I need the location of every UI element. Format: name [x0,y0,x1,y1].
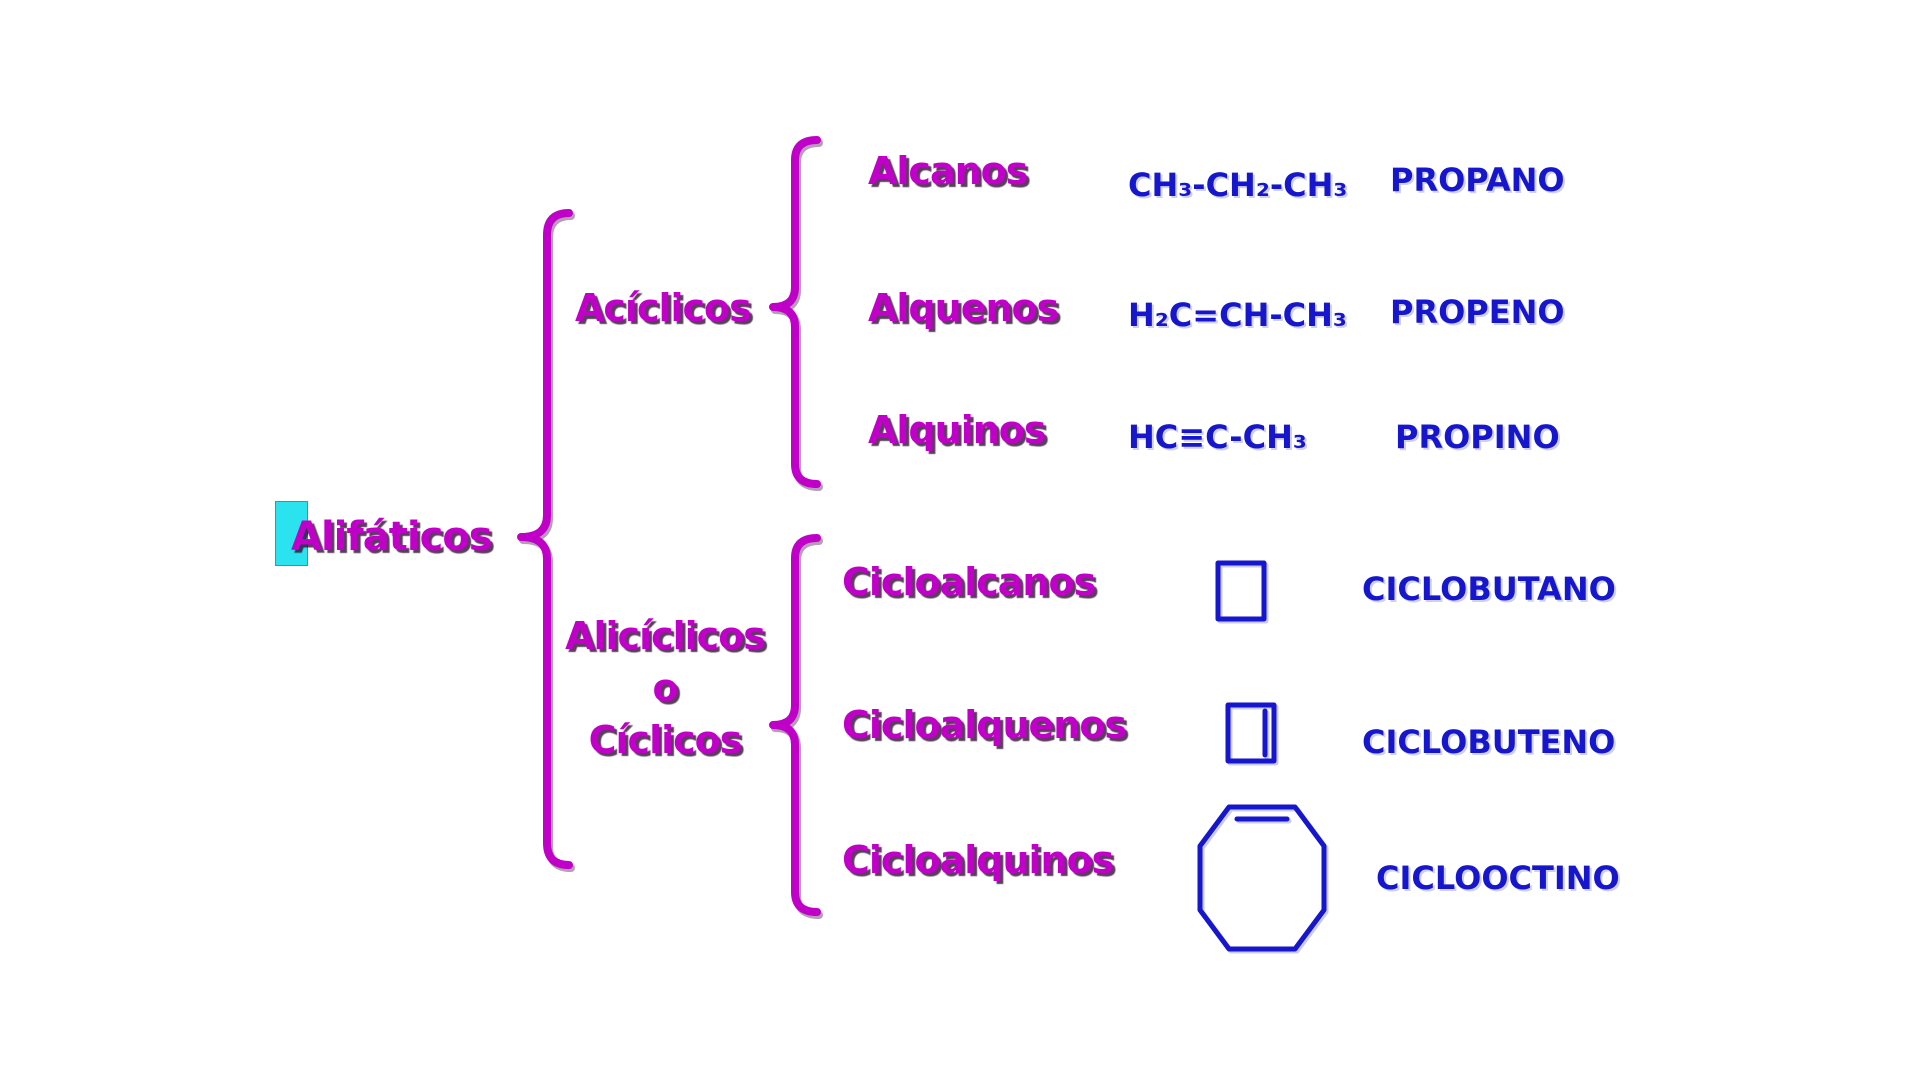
example-name-propino: PROPINO [1395,418,1560,456]
family-label-cicloalquenos: Cicloalquenos [842,703,1127,747]
cyclic-brace [769,534,821,916]
cyclobutane-ring-icon [1215,560,1267,622]
cyan-highlight-marker [275,501,308,566]
family-label-cicloalcanos: Cicloalcanos [842,560,1096,604]
formula-propane: CH₃-CH₂-CH₃ [1128,166,1348,204]
example-name-ciclobutano: CICLOBUTANO [1362,570,1616,608]
branch-label-aciclicos: Acíclicos [575,286,752,330]
cyclooctyne-ring-icon [1197,804,1327,952]
family-label-cicloalquinos: Cicloalquinos [842,838,1114,882]
family-label-alcanos: Alcanos [868,149,1028,193]
example-name-ciclooctino: CICLOOCTINO [1376,859,1620,897]
example-name-ciclobuteno: CICLOBUTENO [1362,723,1616,761]
root-brace [517,209,573,869]
example-name-propano: PROPANO [1390,161,1565,199]
family-label-alquinos: Alquinos [868,408,1046,452]
branch-label-aliciclicos: Alicíclicos o Cíclicos [565,614,766,762]
acyclic-brace [769,136,821,488]
root-label-alifaticos: Alifáticos [291,514,493,560]
example-name-propeno: PROPENO [1390,293,1565,331]
formula-propyne: HC≡C-CH₃ [1128,418,1307,456]
cyclobutene-ring-icon [1225,702,1277,764]
formula-propene: H₂C=CH-CH₃ [1128,296,1347,334]
family-label-alquenos: Alquenos [868,286,1059,330]
